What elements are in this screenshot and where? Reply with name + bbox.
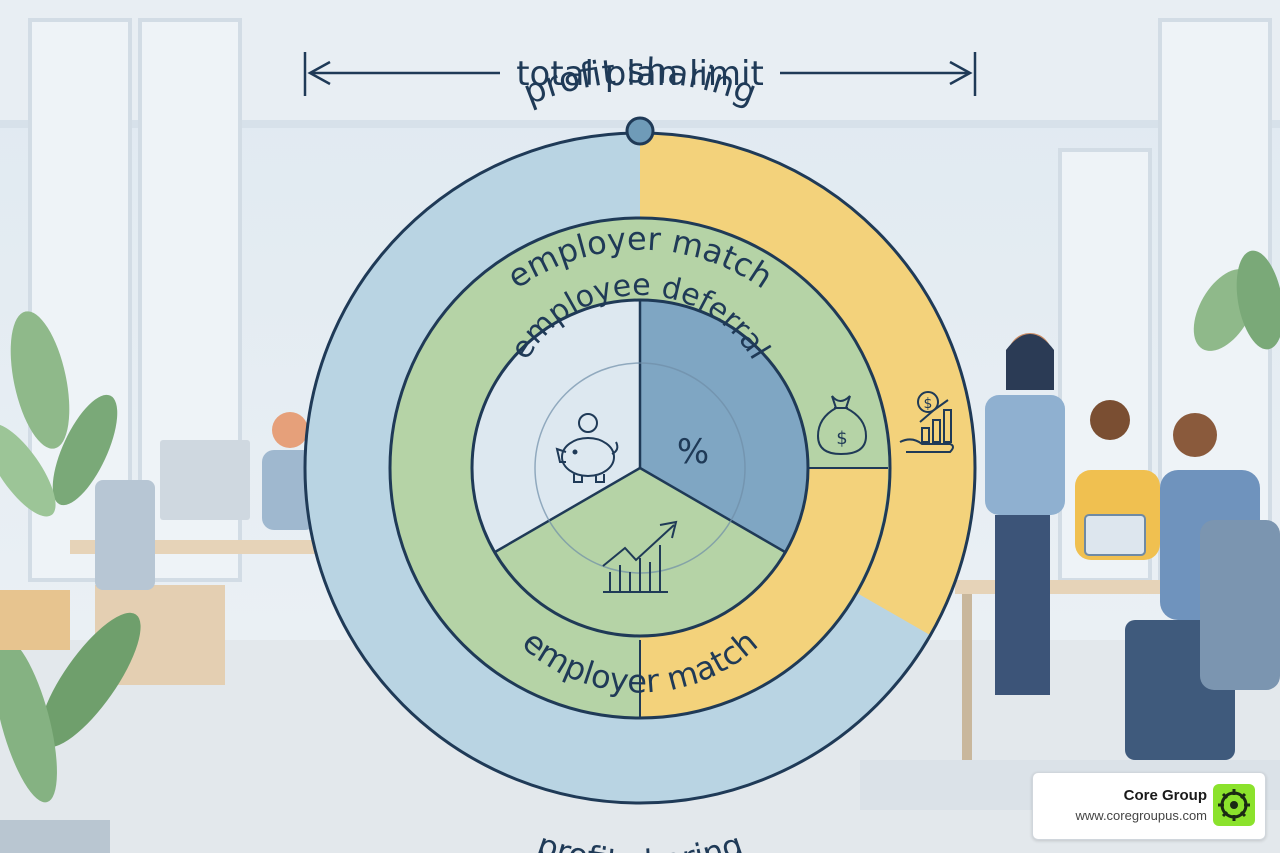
piggy-bank-icon bbox=[555, 413, 619, 483]
total-plan-limit-label: total plan limit bbox=[516, 54, 764, 94]
limit-marker-dot bbox=[625, 116, 655, 146]
brand-name: Core Group bbox=[1123, 787, 1207, 804]
growth-chart-icon bbox=[602, 520, 678, 593]
money-bag-icon: $ bbox=[816, 395, 868, 456]
brand-url: www.coregroupus.com bbox=[1075, 808, 1208, 823]
brand-badge: Core Group www.coregroupus.com bbox=[1032, 772, 1266, 840]
svg-text:$: $ bbox=[836, 428, 847, 449]
percent-symbol: % bbox=[677, 432, 709, 472]
core-group-logo bbox=[1213, 784, 1255, 826]
total-plan-limit-marker: total plan limit bbox=[303, 52, 977, 96]
svg-text:$: $ bbox=[924, 396, 933, 412]
investment-hand-icon: $ bbox=[899, 391, 954, 453]
